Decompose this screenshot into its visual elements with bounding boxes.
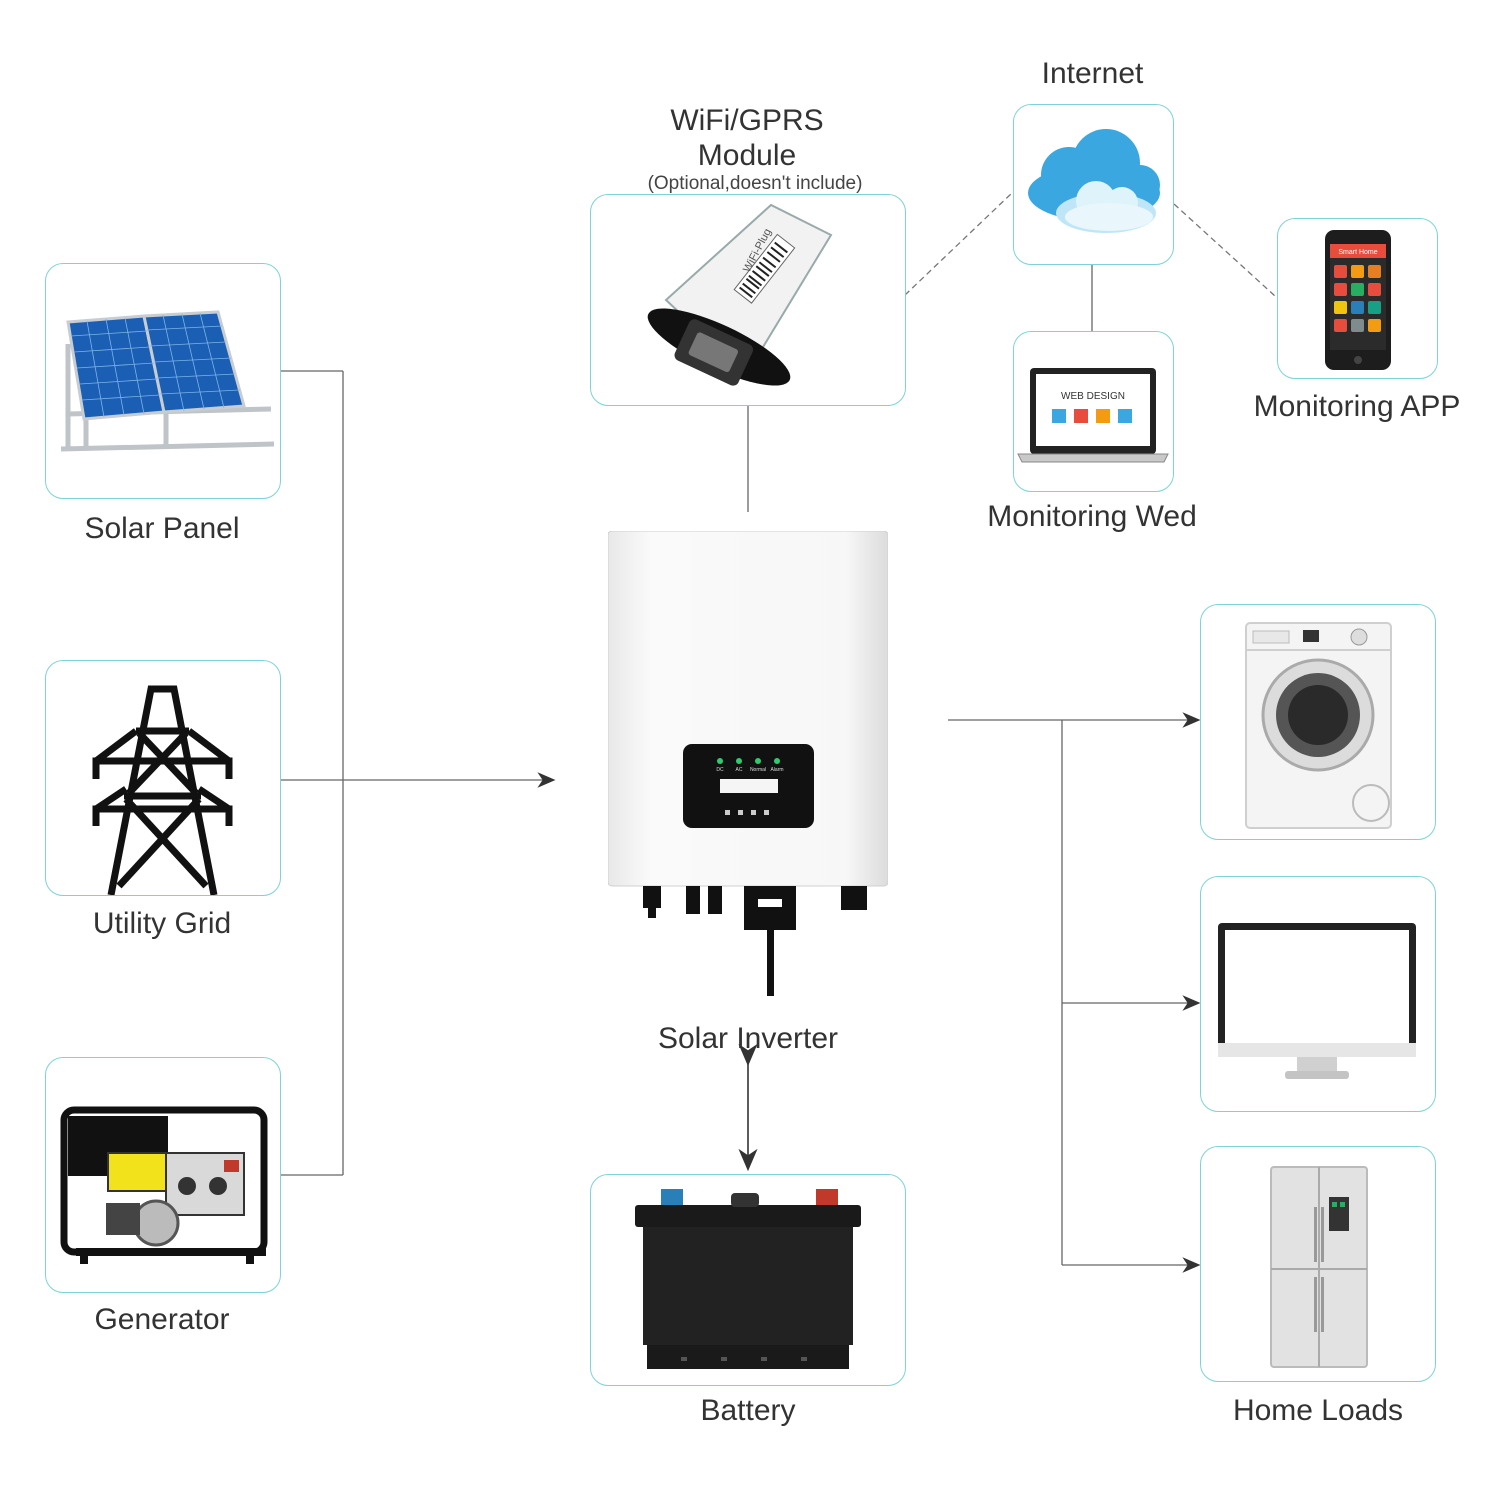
monitoring-web-card: WEB DESIGN: [1013, 331, 1174, 492]
monitoring-web-label: Monitoring Wed: [987, 500, 1197, 533]
generator-icon: [60, 1106, 268, 1264]
solar-inverter-label: Solar Inverter: [657, 1022, 839, 1055]
monitoring-app-label: Monitoring APP: [1253, 390, 1461, 423]
refrigerator-card: [1200, 1146, 1436, 1382]
monitor-card: [1200, 876, 1436, 1112]
loads-bus: [948, 719, 1063, 1265]
wifi-module-title-1: WiFi/GPRS: [670, 104, 824, 137]
laptop-icon: WEB DESIGN: [1017, 368, 1169, 463]
solar-panel-label: Solar Panel: [84, 512, 240, 545]
smartphone-icon: Smart Home: [1325, 230, 1391, 370]
generator-card: [45, 1057, 281, 1293]
cloud-icon: [1028, 129, 1160, 233]
wifi-module-note: (Optional,doesn't include): [647, 173, 863, 194]
washing-machine-card: [1200, 604, 1436, 840]
internet-label: Internet: [1041, 57, 1144, 90]
indicator-normal: Normal: [750, 767, 766, 773]
wifi-module-title-2: Module: [697, 139, 797, 172]
monitoring-app-card: Smart Home: [1277, 218, 1438, 379]
battery-icon: [635, 1189, 861, 1369]
web-design-text: WEB DESIGN: [1061, 391, 1125, 402]
solar-panel-icon: [60, 310, 275, 452]
utility-grid-label: Utility Grid: [92, 907, 232, 940]
wifi-internet-link: [904, 191, 1014, 296]
washing-machine-icon: [1245, 622, 1392, 829]
inverter-icon: DC AC Normal Alarm: [608, 531, 888, 996]
indicator-alarm: Alarm: [770, 767, 783, 773]
wifi-plug-icon: WiFi-Plug: [647, 203, 833, 386]
home-loads-label: Home Loads: [1232, 1394, 1404, 1427]
internet-card: [1013, 104, 1174, 265]
indicator-dc: DC: [716, 767, 724, 773]
generator-label: Generator: [94, 1303, 230, 1336]
battery-label: Battery: [700, 1394, 796, 1427]
internet-app-link: [1173, 203, 1276, 297]
source-bus: [280, 370, 344, 1176]
utility-grid-card: [45, 660, 281, 896]
solar-inverter: DC AC Normal Alarm: [608, 531, 888, 996]
power-tower-icon: [92, 685, 233, 895]
wifi-module-card: WiFi-Plug: [590, 194, 906, 406]
smart-home-text: Smart Home: [1338, 249, 1377, 256]
indicator-ac: AC: [736, 767, 743, 773]
monitor-icon: [1218, 923, 1416, 1079]
solar-panel-card: [45, 263, 281, 499]
refrigerator-icon: [1270, 1166, 1368, 1368]
battery-card: [590, 1174, 906, 1386]
